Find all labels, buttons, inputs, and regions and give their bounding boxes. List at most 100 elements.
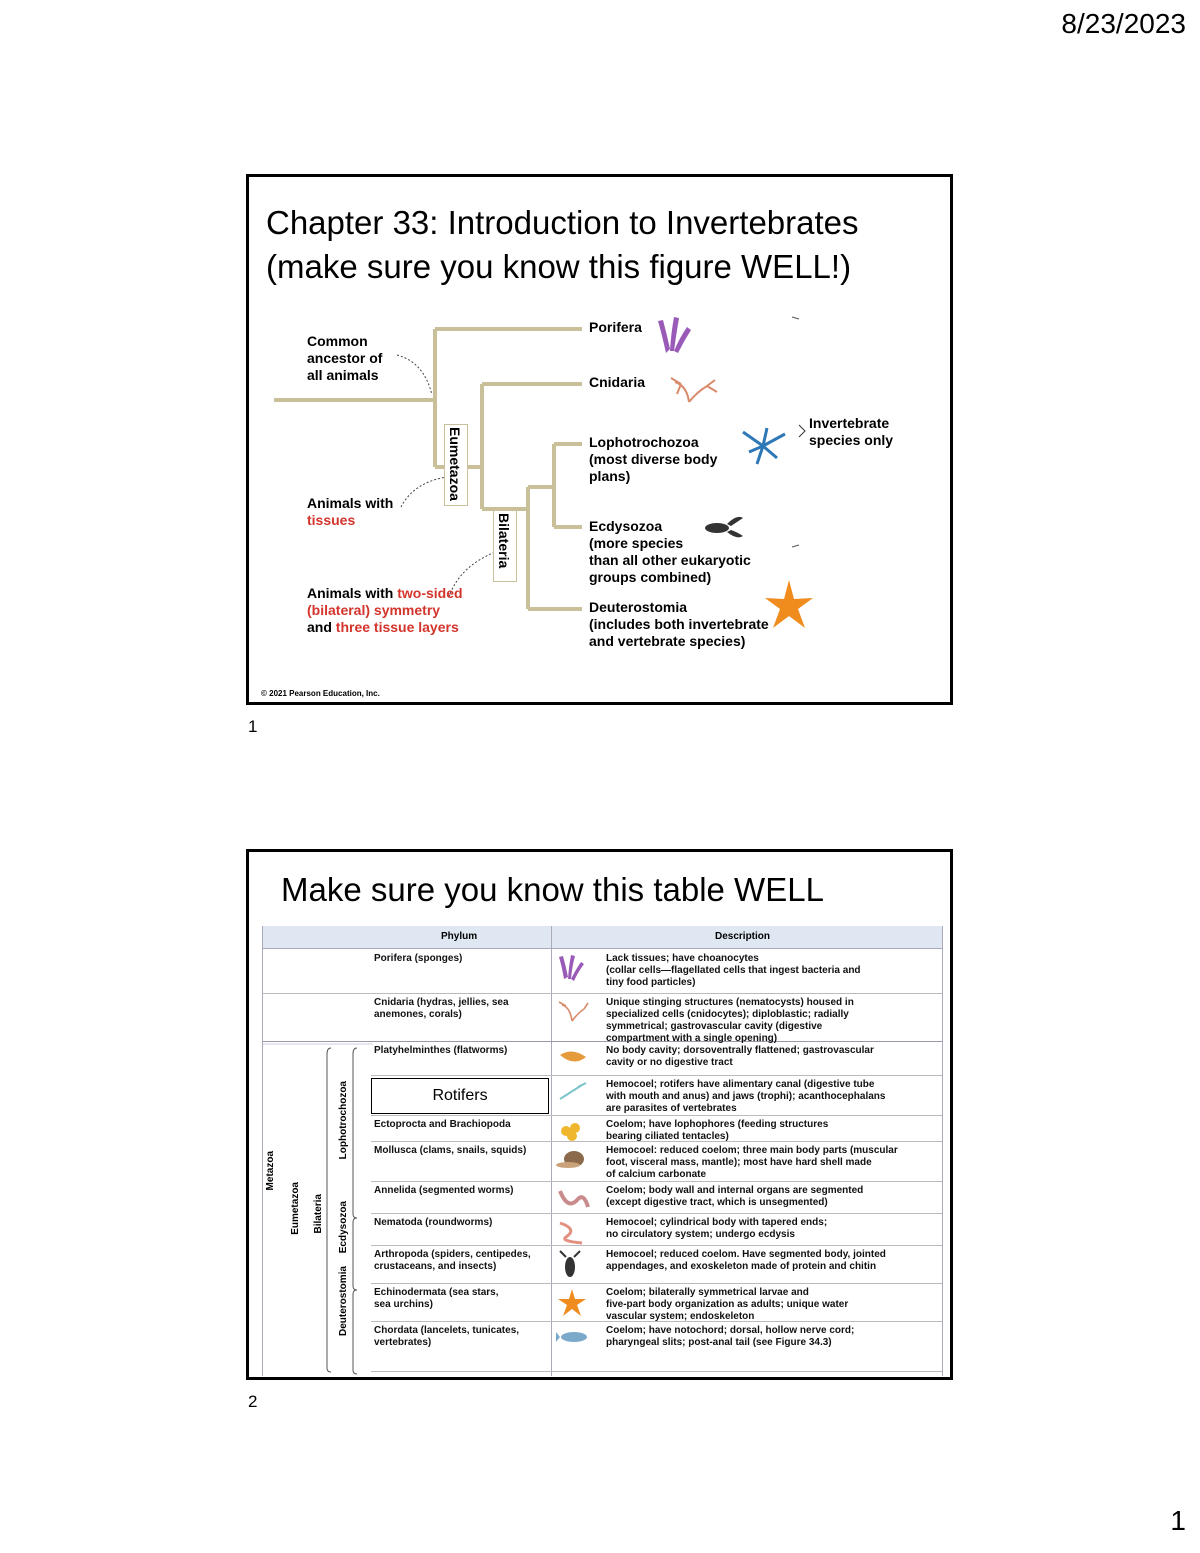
phylum-cell: Annelida (segmented worms) <box>374 1185 549 1197</box>
header-description: Description <box>715 931 771 942</box>
tissues-red: tissues <box>307 512 356 528</box>
invert-note-line: Invertebrate <box>809 415 890 431</box>
row-divider <box>371 1075 942 1076</box>
taxon-line: Ecdysozoa <box>589 518 663 534</box>
description-line: foot, visceral mass, mantle); most have … <box>606 1157 872 1168</box>
table-row: Chordata (lancelets, tunicates,vertebrat… <box>263 1322 942 1372</box>
slide-2: Make sure you know this table WELL Phylu… <box>246 849 953 1380</box>
row-divider <box>371 1181 942 1182</box>
description-line: (except digestive tract, which is unsegm… <box>606 1197 828 1208</box>
row-divider <box>371 1283 942 1284</box>
description-line: Unique stinging structures (nematocysts)… <box>606 997 854 1008</box>
description-cell: No body cavity; dorsoventrally flattened… <box>606 1045 940 1069</box>
phylum-line: Mollusca (clams, snails, squids) <box>374 1145 527 1156</box>
phylum-line: Nematoda (roundworms) <box>374 1217 493 1228</box>
taxon-cnidaria: Cnidaria <box>589 374 646 390</box>
description-line: Hemocoel; reduced coelom. Have segmented… <box>606 1249 886 1260</box>
copyright: © 2021 Pearson Education, Inc. <box>261 689 380 698</box>
bilateral-and: and <box>307 619 336 635</box>
table-row: Echinodermata (sea stars,sea urchins) Coe… <box>263 1284 942 1322</box>
description-cell: Coelom; bilaterally symmetrical larvae a… <box>606 1287 940 1323</box>
table-row: Nematoda (roundworms) Hemocoel; cylindric… <box>263 1214 942 1246</box>
description-line: are parasites of vertebrates <box>606 1103 737 1114</box>
table-row: Arthropoda (spiders, centipedes,crustace… <box>263 1246 942 1284</box>
slide-1-index: 1 <box>248 717 258 736</box>
description-cell: Coelom; have notochord; dorsal, hollow n… <box>606 1325 940 1349</box>
table-row: Mollusca (clams, snails, squids) Hemocoel… <box>263 1142 942 1182</box>
slide-1-title-line2: (make sure you know this figure WELL!) <box>266 248 852 285</box>
description-line: (collar cells—flagellated cells that ing… <box>606 965 861 976</box>
taxon-line: (more species <box>589 535 684 551</box>
page-date: 8/23/2023 <box>1061 8 1186 39</box>
description-cell: Coelom; body wall and internal organs ar… <box>606 1185 940 1209</box>
sea-star-icon <box>765 580 813 628</box>
eumetazoa-label: Eumetazoa <box>447 427 463 501</box>
description-cell: Unique stinging structures (nematocysts)… <box>606 997 940 1045</box>
taxon-line: Deuterostomia <box>589 599 688 615</box>
description-cell: Lack tissues; have choanocytes(collar ce… <box>606 953 940 989</box>
description-line: tiny food particles) <box>606 977 696 988</box>
lobster-icon <box>705 516 743 538</box>
description-cell: Coelom; have lophophores (feeding struct… <box>606 1119 940 1143</box>
phylum-line: Cnidaria (hydras, jellies, sea <box>374 997 509 1008</box>
header-phylum: Phylum <box>441 931 478 942</box>
description-cell: Hemocoel; cylindrical body with tapered … <box>606 1217 940 1241</box>
taxon-line: (most diverse body <box>589 451 718 467</box>
taxon-line: and vertebrate species) <box>589 633 746 649</box>
invertebrate-note: Invertebrate species only <box>809 415 893 449</box>
taxon-line: (includes both invertebrate <box>589 616 769 632</box>
phylum-cell: Porifera (sponges) <box>374 953 549 965</box>
row-divider <box>371 1245 942 1246</box>
description-line: Coelom; bilaterally symmetrical larvae a… <box>606 1287 809 1298</box>
bilateral-red-1: two-sided <box>397 585 463 601</box>
phylum-line: crustaceans, and insects) <box>374 1261 497 1272</box>
description-line: five-part body organization as adults; u… <box>606 1299 849 1310</box>
bilateral-prefix: Animals with <box>307 585 398 601</box>
description-line: appendages, and exoskeleton made of prot… <box>606 1261 877 1272</box>
hydra-icon <box>556 997 592 1027</box>
phylum-cell: Nematoda (roundworms) <box>374 1217 549 1229</box>
description-line: pharyngeal slits; post-anal tail (see Fi… <box>606 1337 832 1348</box>
bilateral-label: Animals with two-sided (bilateral) symme… <box>307 585 463 636</box>
description-line: Hemocoel; rotifers have alimentary canal… <box>606 1079 875 1090</box>
common-ancestor-line: Common <box>307 333 368 349</box>
phylum-line: Porifera (sponges) <box>374 953 463 964</box>
row-divider <box>371 1115 942 1116</box>
common-ancestor-line: ancestor of <box>307 350 383 366</box>
description-line: No body cavity; dorsoventrally flattened… <box>606 1045 874 1056</box>
column-divider <box>551 926 552 1376</box>
table-row: Platyhelminthes (flatworms) No body cavit… <box>263 1042 942 1076</box>
row-divider <box>371 1213 942 1214</box>
taxon-line: plans) <box>589 468 631 484</box>
bilateria-label: Bilateria <box>496 513 512 569</box>
tissues-prefix: Animals with <box>307 495 394 511</box>
page-number: 1 <box>1170 1505 1186 1536</box>
nematode-icon <box>556 1217 592 1247</box>
sea-star-icon <box>556 1287 592 1317</box>
sponge-icon <box>556 953 592 983</box>
description-line: Coelom; body wall and internal organs ar… <box>606 1185 864 1196</box>
phylum-cell: Platyhelminthes (flatworms) <box>374 1045 549 1057</box>
description-line: vascular system; endoskeleton <box>606 1311 755 1322</box>
table-header: Phylum Description <box>263 926 942 949</box>
taxon-lophotrochozoa: Lophotrochozoa (most diverse body plans) <box>589 434 717 485</box>
bilateral-red-3: three tissue layers <box>335 619 459 635</box>
phylum-line: Echinodermata (sea stars, <box>374 1287 499 1298</box>
description-cell: Hemocoel: reduced coelom; three main bod… <box>606 1145 940 1181</box>
phylum-cell: Mollusca (clams, snails, squids) <box>374 1145 549 1157</box>
taxon-porifera: Porifera <box>589 319 642 335</box>
bilateral-red-2: (bilateral) symmetry <box>307 602 441 618</box>
phylum-table: Phylum Description Metazoa Eumetazoa Bil… <box>262 926 943 1376</box>
phylum-cell: Echinodermata (sea stars,sea urchins) <box>374 1287 549 1311</box>
row-divider <box>371 1371 942 1372</box>
description-line: specialized cells (cnidocytes); diplobla… <box>606 1009 849 1020</box>
phylum-cell: Arthropoda (spiders, centipedes,crustace… <box>374 1249 549 1273</box>
slide-2-title: Make sure you know this table WELL <box>281 871 824 908</box>
taxon-line: Lophotrochozoa <box>589 434 699 450</box>
description-line: bearing ciliated tentacles) <box>606 1131 729 1142</box>
rotifer-icon <box>556 1079 592 1109</box>
row-divider <box>263 993 942 994</box>
